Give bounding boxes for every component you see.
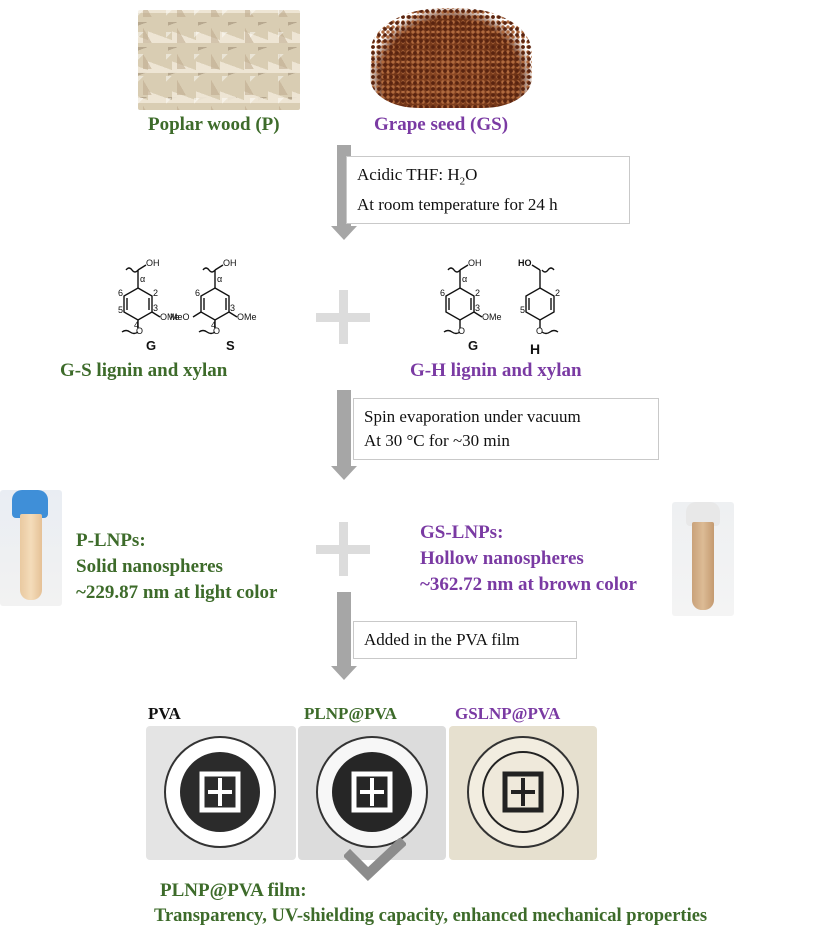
- plnp-pva-film-photo: [298, 726, 446, 860]
- position-2-label: 2: [153, 288, 158, 298]
- pva-film-photo: [146, 726, 296, 860]
- position-4-label: 4: [134, 320, 139, 330]
- film-title-gslnp: GSLNP@PVA: [455, 704, 561, 723]
- grape-seed-label: Grape seed (GS): [374, 114, 509, 135]
- gs-lnp-size: ~362.72 nm at brown color: [420, 574, 637, 595]
- arrow-2-shaft: [337, 390, 351, 468]
- ho-label: HO: [518, 258, 532, 268]
- position-6-label-s: 6: [195, 288, 200, 298]
- unit-s-label: S: [226, 338, 235, 353]
- oxygen-label-3: O: [458, 326, 465, 336]
- p-lnp-tube-photo: [0, 490, 62, 606]
- pva-film-logo: [164, 736, 276, 848]
- gs-lignin-structures: OH α 6 2 5 3 OMe 4 O G OH α 6 3 OMe MeO …: [118, 258, 257, 353]
- position-5-label-h: 5: [520, 305, 525, 315]
- oh-label-1: OH: [146, 258, 160, 268]
- ome-label-1: OMe: [160, 312, 180, 322]
- p-lnp-description: P-LNPs: Solid nanospheres ~229.87 nm at …: [76, 528, 277, 606]
- check-mark-icon: [344, 838, 406, 881]
- position-6-label: 6: [118, 288, 123, 298]
- gh-lignin-structures: OH α 6 2 3 OMe O G HO 2 5 O H: [440, 258, 560, 356]
- position-3-label: 3: [153, 303, 158, 313]
- unit-h-label: H: [530, 341, 540, 356]
- position-3-label-g2: 3: [475, 303, 480, 313]
- step-3-conditions: Added in the PVA film: [353, 621, 577, 659]
- step-1-conditions: Acidic THF: H2O At room temperature for …: [346, 156, 630, 225]
- ome-label-3: MeO: [170, 312, 190, 322]
- p-lnp-title: P-LNPs:: [76, 530, 146, 551]
- plus-sign-2: [316, 522, 370, 576]
- gs-lnp-title: GS-LNPs:: [420, 522, 504, 543]
- oh-label-3: OH: [468, 258, 482, 268]
- gslnp-pva-film-photo: [449, 726, 597, 860]
- oxygen-label-4: O: [536, 326, 543, 336]
- poplar-wood-label: Poplar wood (P): [148, 114, 280, 135]
- p-lnp-size: ~229.87 nm at light color: [76, 582, 278, 603]
- gs-lnp-morphology: Hollow nanospheres: [420, 548, 584, 569]
- alpha-label-1: α: [140, 274, 145, 284]
- position-4-label-s: 4: [211, 320, 216, 330]
- p-lnp-morphology: Solid nanospheres: [76, 556, 223, 577]
- arrow-1-head: [331, 226, 357, 240]
- plus-sign-1: [316, 290, 370, 344]
- conclusion-title: PLNP@PVA film:: [160, 880, 307, 901]
- step-1-line-2: At room temperature for 24 h: [357, 195, 558, 215]
- plnp-pva-film-logo: [316, 736, 428, 848]
- gs-lignin-label: G-S lignin and xylan: [60, 360, 228, 381]
- step-2-conditions: Spin evaporation under vacuum At 30 °C f…: [353, 398, 659, 460]
- ome-label-4: OMe: [482, 312, 502, 322]
- alpha-label-3: α: [462, 274, 467, 284]
- step-2-line-1: Spin evaporation under vacuum: [364, 407, 581, 426]
- step-1-line-1: Acidic THF: H2O: [357, 165, 478, 188]
- unit-g-label-left: G: [146, 338, 156, 353]
- position-6-label-g2: 6: [440, 288, 445, 298]
- oxygen-label-1: O: [136, 326, 143, 336]
- gslnp-pva-film-logo: [467, 736, 579, 848]
- gh-lignin-label: G-H lignin and xylan: [410, 360, 582, 381]
- unit-g-label-right: G: [468, 338, 478, 353]
- film-title-plnp: PLNP@PVA: [304, 704, 397, 723]
- ome-label-2: OMe: [237, 312, 257, 322]
- gs-lnp-tube-photo: [672, 502, 734, 616]
- oh-label-2: OH: [223, 258, 237, 268]
- position-3-label-s: 3: [230, 303, 235, 313]
- position-2-label-h: 2: [555, 288, 560, 298]
- oxygen-label-2: O: [213, 326, 220, 336]
- arrow-2-head: [331, 466, 357, 480]
- position-5-label: 5: [118, 305, 123, 315]
- arrow-3-head: [331, 666, 357, 680]
- step-3-line-1: Added in the PVA film: [364, 630, 520, 649]
- grape-seed-photo: [370, 8, 532, 108]
- poplar-wood-photo: [138, 10, 300, 110]
- gs-lnp-description: GS-LNPs: Hollow nanospheres ~362.72 nm a…: [420, 520, 637, 598]
- alpha-label-2: α: [217, 274, 222, 284]
- conclusion-detail: Transparency, UV-shielding capacity, enh…: [154, 906, 708, 926]
- step-2-line-2: At 30 °C for ~30 min: [364, 431, 510, 450]
- arrow-3-shaft: [337, 592, 351, 668]
- film-title-pva: PVA: [148, 704, 181, 723]
- position-2-label-g2: 2: [475, 288, 480, 298]
